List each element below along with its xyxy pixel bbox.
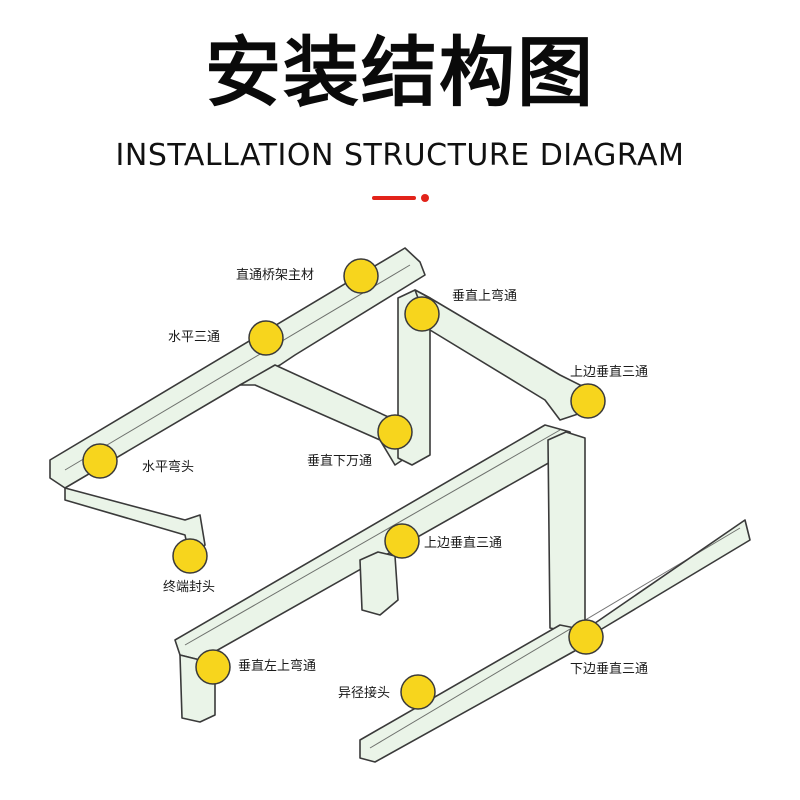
label-horizontal-tee: 水平三通: [168, 330, 221, 345]
marker-layer: [82, 258, 606, 710]
marker-main-straight: [343, 258, 379, 294]
marker-end-cap: [172, 538, 208, 574]
label-end-cap: 终端封头: [163, 580, 216, 595]
title-english: INSTALLATION STRUCTURE DIAGRAM: [115, 138, 685, 173]
marker-upper-vertical-tee-1: [570, 383, 606, 419]
marker-horizontal-elbow: [82, 443, 118, 479]
label-main-straight: 直通桥架主材: [236, 268, 315, 283]
marker-vertical-down-bend: [377, 414, 413, 450]
label-upper-vertical-tee-1: 上边垂直三通: [570, 365, 649, 380]
marker-vertical-left-up-bend: [195, 649, 231, 685]
tray-upper-right-run: [414, 289, 591, 421]
tray-assembly: [49, 247, 751, 763]
tray-lower-main-run: [174, 424, 576, 661]
marker-upper-vertical-tee-2: [384, 523, 420, 559]
marker-reducer-joint: [400, 674, 436, 710]
tray-right-riser: [547, 431, 586, 633]
accent-divider-dot: [421, 194, 429, 202]
label-horizontal-elbow: 水平弯头: [142, 460, 195, 475]
label-upper-vertical-tee-2: 上边垂直三通: [424, 536, 503, 551]
title-chinese: 安装结构图: [205, 28, 595, 117]
label-lower-vertical-tee: 下边垂直三通: [570, 662, 649, 677]
label-vertical-down-bend: 垂直下万通: [307, 454, 373, 469]
marker-lower-vertical-tee: [568, 619, 604, 655]
tray-horizontal-tee-branch: [239, 364, 411, 466]
label-vertical-up-bend: 垂直上弯通: [452, 289, 518, 304]
marker-horizontal-tee: [248, 320, 284, 356]
tray-vertical-support: [359, 551, 399, 616]
label-vertical-left-up-bend: 垂直左上弯通: [238, 659, 317, 674]
accent-divider-line: [372, 196, 416, 200]
marker-vertical-up-bend: [404, 296, 440, 332]
label-reducer-joint: 异径接头: [338, 686, 391, 701]
